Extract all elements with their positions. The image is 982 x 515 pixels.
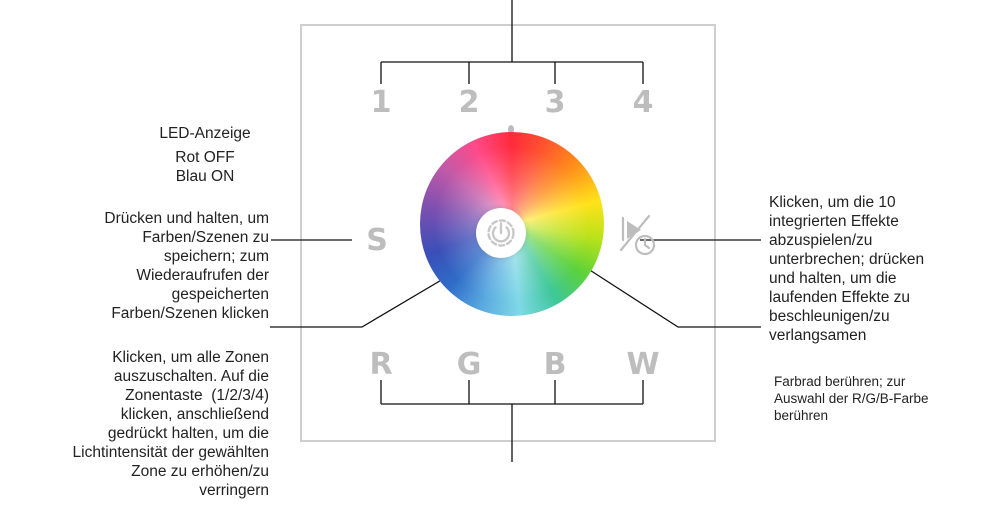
wheel-label-line: Farbrad berühren; zur [774, 374, 906, 389]
power-label-line: Klicken, um alle Zonen [112, 349, 269, 366]
scene-label-line: speichern; zum [163, 248, 269, 265]
zone-key-1[interactable]: 1 [370, 85, 392, 120]
wheel-leader [581, 264, 761, 328]
color-key-g[interactable]: G [456, 347, 482, 382]
wheel-label-line: berühren [774, 408, 829, 423]
power-label: Klicken, um alle Zonen auszuschalten. Au… [20, 348, 269, 500]
effects-label-line: und halten, um die [769, 270, 897, 287]
power-label-line: gedrückt halten, um die [107, 425, 269, 442]
led-label-line: Blau ON [175, 168, 235, 185]
power-label-line: klicken, anschließend [120, 406, 269, 423]
scene-label-line: gespeicherten [171, 286, 269, 303]
color-wheel[interactable] [420, 132, 604, 316]
effects-label-line: verlangsamen [769, 327, 867, 344]
effects-label-line: unterbrechen; drücken [769, 251, 925, 268]
led-label-line: Rot OFF [175, 149, 235, 166]
play-timer-icon [619, 214, 656, 256]
power-icon [487, 219, 515, 247]
wheel-label-line: Auswahl der R/G/B-Farbe [774, 391, 929, 406]
power-label-line: auszuschalten. Auf die [113, 368, 269, 385]
effects-label: Klicken, um die 10 integrierten Effekte … [769, 193, 974, 345]
power-button[interactable] [476, 208, 526, 258]
scene-key[interactable]: S [366, 223, 388, 258]
zone-key-2[interactable]: 2 [458, 85, 480, 120]
effects-label-line: laufenden Effekte zu [769, 289, 911, 306]
power-label-line: verringern [199, 482, 269, 499]
power-label-line: Lichtintensität der gewählten [72, 444, 269, 461]
color-key-w[interactable]: W [626, 347, 660, 382]
led-indicator [508, 125, 514, 134]
effects-label-line: Klicken, um die 10 [769, 194, 896, 211]
scene-label-line: Drücken und halten, um [104, 210, 269, 227]
effects-label-line: beschleunigen/zu [769, 308, 890, 325]
zone-key-3[interactable]: 3 [544, 85, 566, 120]
wheel-label: Farbrad berühren; zur Auswahl der R/G/B-… [774, 373, 979, 424]
led-label: LED-Anzeige Rot OFF Blau ON [120, 124, 290, 186]
zone-key-4[interactable]: 4 [632, 85, 654, 120]
color-key-r[interactable]: R [369, 347, 393, 382]
scene-label-line: Farben/Szenen klicken [111, 305, 269, 322]
power-label-line: Zone zu erhöhen/zu [131, 463, 269, 480]
effects-label-line: abzuspielen/zu [769, 232, 873, 249]
effects-label-line: integrierten Effekte [769, 213, 899, 230]
scene-label-line: Farben/Szenen zu [142, 229, 269, 246]
power-label-line: Zonentaste (1/2/3/4) [125, 387, 269, 404]
scene-label: Drücken und halten, um Farben/Szenen zu … [40, 209, 269, 323]
color-key-b[interactable]: B [543, 347, 567, 382]
led-label-line: LED-Anzeige [159, 125, 251, 142]
scene-label-line: Wiederaufrufen der [136, 267, 269, 284]
effects-button[interactable] [617, 212, 657, 258]
